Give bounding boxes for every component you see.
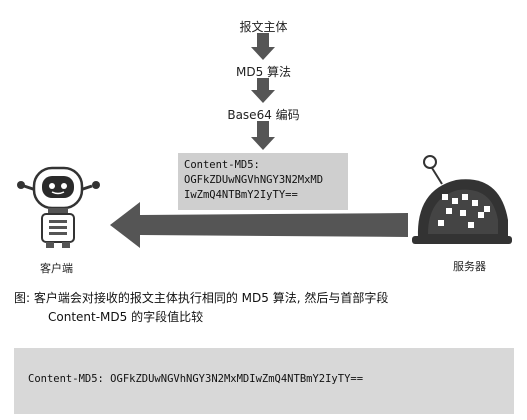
server-robot-icon: [412, 155, 512, 244]
flow-step-message-body: 报文主体: [239, 20, 288, 34]
client-label: 客户端: [40, 262, 73, 275]
server-label: 服务器: [453, 260, 486, 273]
flow-step-base64: Base64 编码: [227, 108, 300, 122]
code-line: OGFkZDUwNGVhNGY3N2MxMD: [184, 174, 324, 186]
flow-step-md5: MD5 算法: [235, 65, 292, 79]
header-field-text: Content-MD5: OGFkZDUwNGVhNGY3N2MxMDIwZmQ…: [28, 373, 364, 385]
down-arrow-icon: [251, 121, 275, 150]
caption-line-1: 图: 客户端会对接收的报文主体执行相同的 MD5 算法, 然后与首部字段: [14, 291, 389, 305]
left-arrow-icon: [110, 202, 408, 248]
down-arrow-icon: [251, 78, 275, 103]
content-md5-box: Content-MD5: OGFkZDUwNGVhNGY3N2MxMD IwZm…: [178, 153, 348, 210]
figure-caption: 图: 客户端会对接收的报文主体执行相同的 MD5 算法, 然后与首部字段 Con…: [14, 289, 514, 327]
caption-line-2: Content-MD5 的字段值比较: [48, 310, 204, 324]
code-line: IwZmQ4NTBmY2IyTY==: [184, 189, 298, 201]
header-field-box: Content-MD5: OGFkZDUwNGVhNGY3N2MxMDIwZmQ…: [14, 348, 514, 414]
code-line: Content-MD5:: [184, 159, 260, 171]
down-arrow-icon: [251, 33, 275, 60]
client-robot-icon: [17, 166, 100, 248]
